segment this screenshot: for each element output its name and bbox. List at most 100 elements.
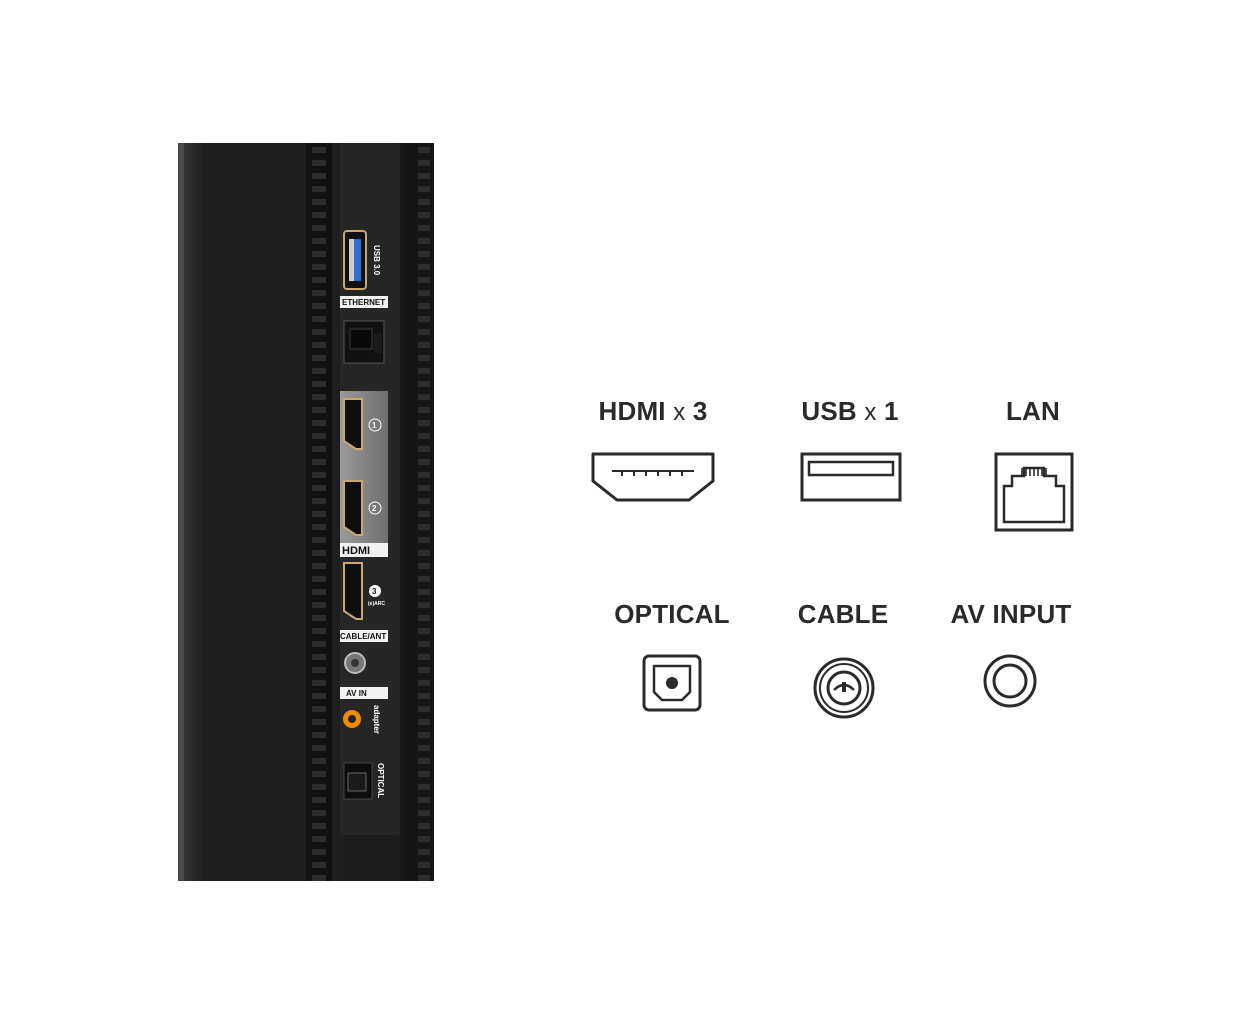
vent-slot: [312, 758, 326, 764]
tv-hdmi-port-3: 3 (e)ARC: [343, 562, 385, 620]
vent-slot: [418, 823, 430, 829]
vent-slot: [312, 446, 326, 452]
vent-slot: [312, 498, 326, 504]
vent-slot: [418, 602, 430, 608]
vent-slot: [312, 797, 326, 803]
vent-slot: [418, 550, 430, 556]
vent-slot: [312, 719, 326, 725]
vent-slot: [418, 147, 430, 153]
vent-slot: [418, 667, 430, 673]
tv-cable-label: CABLE/ANT: [340, 632, 386, 641]
vent-slot: [418, 212, 430, 218]
vent-slot: [312, 537, 326, 543]
vent-slot: [418, 407, 430, 413]
tv-hdmi-1-label: 1: [372, 421, 377, 430]
optical-port-icon: [642, 654, 702, 712]
vent-slot: [312, 316, 326, 322]
vent-slot: [418, 316, 430, 322]
vent-slot: [418, 329, 430, 335]
vent-slot: [312, 407, 326, 413]
vent-slot: [312, 420, 326, 426]
vent-slot: [312, 160, 326, 166]
tv-hdmi-logo: HDMI: [342, 545, 370, 557]
vent-slot: [312, 615, 326, 621]
vent-slot: [312, 264, 326, 270]
vent-slot: [312, 524, 326, 530]
vent-slot: [418, 355, 430, 361]
vent-slot: [312, 732, 326, 738]
vent-slot: [418, 472, 430, 478]
vent-slot: [418, 459, 430, 465]
vent-slot: [312, 381, 326, 387]
vent-slot: [418, 303, 430, 309]
vent-slot: [312, 355, 326, 361]
tv-hdmi-3-sub: (e)ARC: [368, 601, 385, 607]
vent-slot: [312, 693, 326, 699]
vent-slot: [418, 368, 430, 374]
rca-port-icon: [983, 654, 1037, 708]
vent-slot: [418, 342, 430, 348]
vent-slot: [312, 329, 326, 335]
hdmi-mult: x: [673, 399, 686, 426]
vent-slot: [312, 862, 326, 868]
vent-slot: [418, 719, 430, 725]
vent-slot: [418, 810, 430, 816]
vent-slot: [312, 147, 326, 153]
tv-coax-port: [344, 652, 366, 674]
vent-slot: [418, 693, 430, 699]
usb-title: USB x 1: [801, 396, 898, 427]
tv-hdmi-port-1: 1: [343, 398, 382, 450]
vent-slot: [312, 511, 326, 517]
vent-slot: [418, 628, 430, 634]
vent-slot: [312, 290, 326, 296]
vent-slot: [312, 368, 326, 374]
vent-slot: [418, 680, 430, 686]
vent-slot: [418, 251, 430, 257]
cable-title: CABLE: [797, 599, 889, 629]
vent-slot: [418, 706, 430, 712]
vent-slot: [418, 641, 430, 647]
tv-usb-label: USB 3.0: [372, 245, 381, 276]
vent-slot: [418, 433, 430, 439]
vent-slot: [312, 199, 326, 205]
vent-slot: [418, 654, 430, 660]
vent-slot: [418, 264, 430, 270]
vent-slot: [418, 875, 430, 881]
vent-slot: [312, 394, 326, 400]
vent-slot: [312, 810, 326, 816]
tv-hdmi-2-label: 2: [372, 504, 377, 513]
vent-slot: [312, 173, 326, 179]
vent-slot: [312, 433, 326, 439]
coax-port-icon: [813, 657, 875, 719]
vent-slot: [418, 160, 430, 166]
vent-slot: [312, 550, 326, 556]
tv-optical-label: OPTICAL: [376, 763, 385, 798]
lan-title: LAN: [1005, 396, 1061, 426]
vent-slot: [418, 524, 430, 530]
tv-ethernet-port: [343, 320, 385, 364]
tv-av-port: adapter: [343, 705, 381, 734]
vent-slot: [418, 173, 430, 179]
vent-slot: [418, 732, 430, 738]
vent-slot: [418, 225, 430, 231]
vent-slot: [418, 498, 430, 504]
vent-slot: [418, 511, 430, 517]
vent-slot: [418, 589, 430, 595]
tv-hdmi-port-2: 2: [343, 480, 382, 536]
vent-slot: [312, 667, 326, 673]
vent-slot: [312, 745, 326, 751]
hdmi-label: HDMI: [598, 396, 666, 426]
vent-slot: [312, 576, 326, 582]
tv-adapter-label: adapter: [372, 705, 381, 734]
vent-slot: [418, 563, 430, 569]
vent-slot: [418, 849, 430, 855]
usb-port-icon: [800, 452, 902, 502]
tv-ethernet-label: ETHERNET: [342, 298, 385, 307]
vent-slot: [312, 602, 326, 608]
vent-slot: [418, 771, 430, 777]
vent-slot: [418, 446, 430, 452]
vent-slot: [418, 485, 430, 491]
vent-slot: [312, 706, 326, 712]
vent-slot: [312, 823, 326, 829]
tv-avin-label: AV IN: [346, 689, 367, 698]
